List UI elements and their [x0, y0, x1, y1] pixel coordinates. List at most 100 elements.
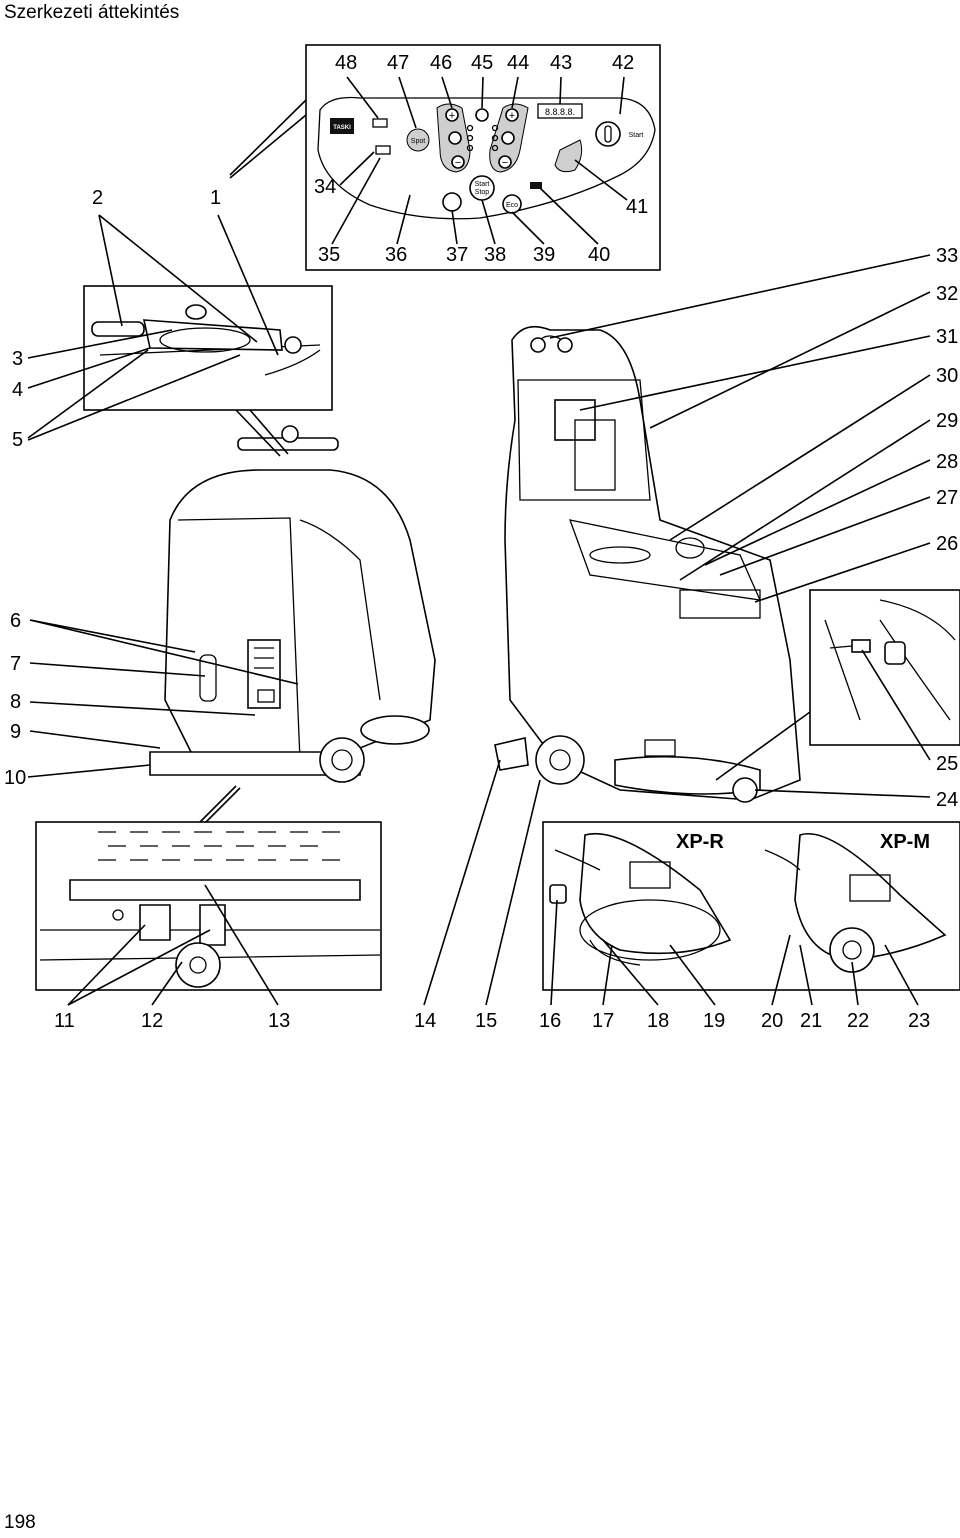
handle-grip [91, 321, 145, 337]
callout-8: 8 [10, 691, 21, 713]
callout-19: 19 [703, 1010, 725, 1032]
minus-right-button[interactable] [498, 155, 512, 169]
callout-20: 20 [761, 1010, 783, 1032]
callout-35: 35 [318, 244, 340, 266]
battery-indicator [554, 139, 583, 173]
detail-inset-right [809, 589, 960, 746]
minus-left-button[interactable] [451, 155, 465, 169]
callout-48: 48 [335, 52, 357, 74]
eco-button[interactable]: Eco [502, 194, 522, 214]
handle-knob [185, 304, 207, 320]
xp-m-label: XP-M [880, 831, 930, 853]
callout-28: 28 [936, 451, 958, 473]
plus-right-button[interactable] [505, 108, 519, 122]
svg-text:Spot: Spot [411, 138, 425, 145]
water-icon[interactable] [448, 131, 462, 145]
page-number: 198 [4, 1512, 36, 1533]
callout-36: 36 [385, 244, 407, 266]
brush-pressure-icon[interactable] [501, 131, 515, 145]
handle-switch [284, 336, 302, 354]
callout-43: 43 [550, 52, 572, 74]
callout-21: 21 [800, 1010, 822, 1032]
callout-15: 15 [475, 1010, 497, 1032]
callout-29: 29 [936, 410, 958, 432]
callout-24: 24 [936, 789, 958, 811]
callout-4: 4 [12, 379, 23, 401]
callout-10: 10 [4, 767, 26, 789]
callout-27: 27 [936, 487, 958, 509]
callout-33: 33 [936, 245, 958, 267]
deck-pedal [549, 884, 567, 904]
callout-34: 34 [314, 176, 336, 198]
brush-deck-inset: XP-R XP-M [542, 821, 960, 991]
callout-14: 14 [414, 1010, 436, 1032]
callout-39: 39 [533, 244, 555, 266]
battery-low-icon [375, 145, 391, 155]
callout-40: 40 [588, 244, 610, 266]
horn-button[interactable] [442, 192, 462, 212]
led-column [466, 124, 499, 152]
squeegee-detail-inset [35, 821, 382, 991]
callout-9: 9 [10, 721, 21, 743]
svg-text:8.8.8.8.: 8.8.8.8. [545, 107, 575, 117]
key-switch[interactable]: Start [595, 121, 644, 147]
rear-squeegee [149, 751, 361, 776]
tow-hitch [494, 737, 529, 771]
svg-text:Start: Start [629, 132, 644, 139]
structural-overview-diagram: TASKI Spot + − + − [4, 44, 960, 1032]
vacuum-fan-icon[interactable] [475, 108, 489, 122]
callout-16: 16 [539, 1010, 561, 1032]
callouts: 2 1 3 4 5 6 7 8 9 10 33 32 31 30 29 28 [4, 99, 958, 1032]
start-stop-button[interactable]: Start Stop [469, 175, 495, 201]
xp-r-label: XP-R [676, 831, 724, 853]
svg-text:+: + [509, 110, 515, 122]
pad-driver [829, 927, 875, 973]
callout-11: 11 [54, 1010, 75, 1032]
callout-7: 7 [10, 653, 21, 675]
rear-wheel [319, 737, 365, 783]
callout-1: 1 [210, 187, 221, 209]
callout-5: 5 [12, 429, 23, 451]
callout-45: 45 [471, 52, 493, 74]
battery-icon [372, 118, 388, 128]
callout-38: 38 [484, 244, 506, 266]
callout-3: 3 [12, 348, 23, 370]
callout-23: 23 [908, 1010, 930, 1032]
page-title: Szerkezeti áttekintés [4, 2, 180, 23]
callout-2: 2 [92, 187, 103, 209]
callout-37: 37 [446, 244, 468, 266]
callout-13: 13 [268, 1010, 290, 1032]
callout-30: 30 [936, 365, 958, 387]
callout-46: 46 [430, 52, 452, 74]
service-indicator [530, 182, 542, 189]
svg-text:TASKI: TASKI [333, 125, 351, 131]
svg-text:Start: Start [475, 181, 490, 188]
callout-32: 32 [936, 283, 958, 305]
callout-42: 42 [612, 52, 634, 74]
squeegee-wheel [175, 942, 221, 988]
svg-text:−: − [502, 157, 508, 169]
svg-text:Eco: Eco [506, 202, 518, 209]
callout-26: 26 [936, 533, 958, 555]
callout-12: 12 [141, 1010, 163, 1032]
callout-31: 31 [936, 326, 958, 348]
machine-front-view [494, 325, 801, 803]
callout-18: 18 [647, 1010, 669, 1032]
control-panel-inset: TASKI Spot + − + − [305, 44, 661, 271]
taski-logo: TASKI [330, 118, 354, 134]
callout-17: 17 [592, 1010, 614, 1032]
callout-6: 6 [10, 610, 21, 632]
callout-47: 47 [387, 52, 409, 74]
svg-text:Stop: Stop [475, 189, 490, 196]
svg-text:+: + [449, 110, 455, 122]
spot-button[interactable]: Spot [406, 128, 430, 152]
callout-25: 25 [936, 753, 958, 775]
callout-41: 41 [626, 196, 648, 218]
svg-text:−: − [455, 157, 461, 169]
plus-left-button[interactable] [445, 108, 459, 122]
handle-inset [83, 285, 333, 411]
callout-44: 44 [507, 52, 529, 74]
front-controls [679, 589, 761, 619]
callout-22: 22 [847, 1010, 869, 1032]
machine-rear-view [149, 425, 436, 783]
